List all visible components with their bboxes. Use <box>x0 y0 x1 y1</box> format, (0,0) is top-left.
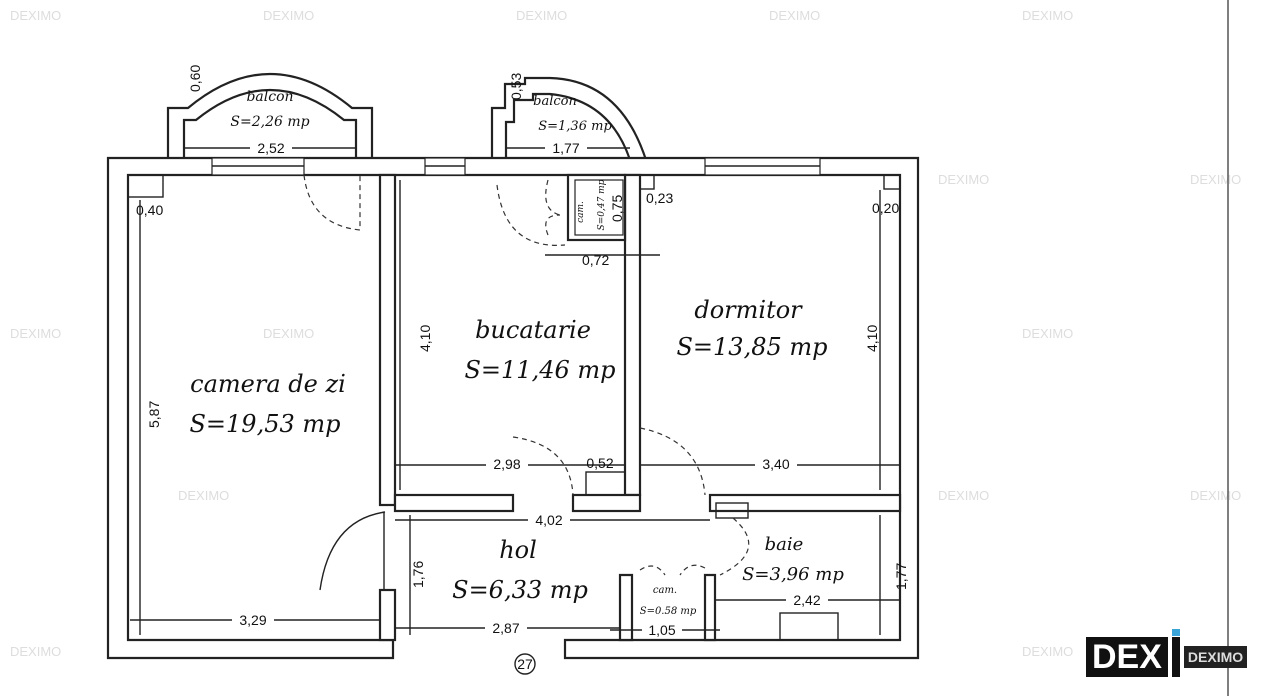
dimension: 0,23 <box>646 190 673 206</box>
wall <box>623 173 642 497</box>
watermark: DEXIMO <box>10 326 61 341</box>
watermark: DEXIMO <box>263 8 314 23</box>
dimension: 5,87 <box>146 401 162 428</box>
apartment-number: 27 <box>517 656 533 672</box>
room-label: cam. <box>653 585 677 596</box>
watermark: DEXIMO <box>1022 644 1073 659</box>
closet-walls <box>618 573 717 642</box>
room-label: balcon <box>246 89 293 105</box>
wall <box>378 588 397 642</box>
deximo-logo: DEX DEXIMO <box>1086 629 1248 678</box>
watermark: DEXIMO <box>178 488 229 503</box>
room-area: S=2,26 mp <box>230 114 309 130</box>
room-label: S=11,46 mp <box>464 356 615 384</box>
dimension: 0,53 <box>508 73 524 100</box>
room-area: S=13,85 mp <box>676 333 827 361</box>
dimension: 0,40 <box>136 202 163 218</box>
watermark: DEXIMO <box>938 488 989 503</box>
dimension: 4,02 <box>535 512 562 528</box>
watermark: DEXIMO <box>1022 326 1073 341</box>
dimension: 0,72 <box>582 252 609 268</box>
dimension: 2,98 <box>493 456 520 472</box>
dimension: 2,42 <box>793 592 820 608</box>
logo-small: DEXIMO <box>1183 646 1248 668</box>
room-label: dormitor <box>694 296 803 324</box>
room-area: S=19,53 mp <box>189 410 340 438</box>
logo-main: DEX <box>1086 637 1168 677</box>
dimension: 0,60 <box>187 65 203 92</box>
watermark: DEXIMO <box>516 8 567 23</box>
dimension: 1,76 <box>410 561 426 588</box>
room-area: S=0.58 mp <box>640 606 697 617</box>
apartment-number-circle <box>514 653 536 675</box>
watermark: DEXIMO <box>938 172 989 187</box>
wall <box>708 493 902 513</box>
watermark: DEXIMO <box>1190 172 1241 187</box>
watermark: DEXIMO <box>263 326 314 341</box>
watermark: DEXIMO <box>10 8 61 23</box>
wall <box>393 493 515 513</box>
watermark: DEXIMO <box>1022 8 1073 23</box>
dimension: 1,77 <box>552 140 579 156</box>
room-label: bucatarie <box>475 316 591 344</box>
dimension: 0,20 <box>872 200 899 216</box>
dimension: 2,87 <box>492 620 519 636</box>
dimension: 1,05 <box>648 622 675 638</box>
watermark: DEXIMO <box>769 8 820 23</box>
wall <box>571 493 642 513</box>
logo-i-mark <box>1171 629 1180 677</box>
room-area: S=1,36 mp <box>538 119 612 134</box>
room-label: cam. <box>576 201 586 223</box>
dimension: 0,75 <box>609 195 625 222</box>
room-area: S=3,96 mp <box>742 564 844 585</box>
room-label: camera de zi <box>190 370 346 398</box>
watermark: DEXIMO <box>1190 488 1241 503</box>
room-label: balcon <box>533 94 577 109</box>
room-label: baie <box>765 534 804 555</box>
watermarks: DEXIMO DEXIMO DEXIMO DEXIMO DEXIMO DEXIM… <box>10 8 1241 659</box>
dimension: 4,10 <box>417 325 433 352</box>
room-label: hol <box>499 536 537 564</box>
wall <box>378 173 397 507</box>
dimension: 3,40 <box>762 456 789 472</box>
room-area: S=6,33 mp <box>452 576 588 604</box>
dimension: 2,52 <box>257 140 284 156</box>
dimension: 4,10 <box>864 325 880 352</box>
dimension: 1,77 <box>893 563 909 590</box>
room-area: S=0,47 mp <box>597 179 607 230</box>
dimension: 3,29 <box>239 612 266 628</box>
dimension: 0,52 <box>586 455 613 471</box>
watermark: DEXIMO <box>10 644 61 659</box>
